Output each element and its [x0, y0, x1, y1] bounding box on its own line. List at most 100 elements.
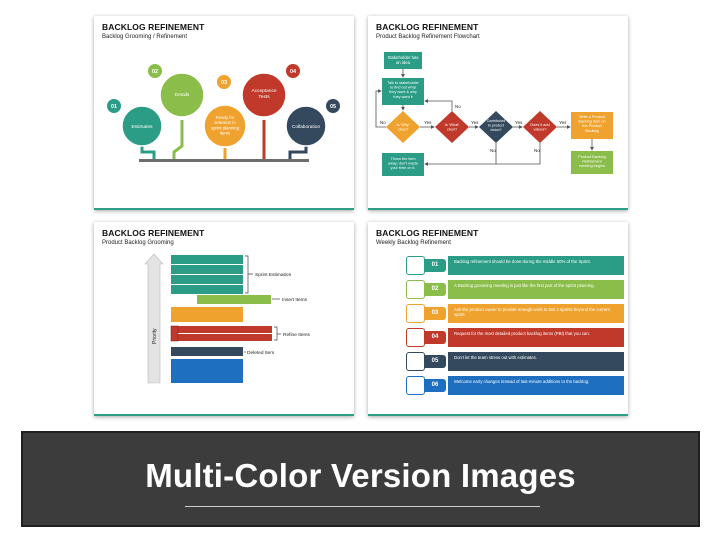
document-icon	[406, 304, 425, 323]
stem-01	[140, 143, 156, 159]
label-yes-what: Yes	[471, 120, 479, 125]
label-insert: Insert Items	[282, 297, 308, 303]
slide-refinement-flowchart[interactable]: BACKLOG REFINEMENT Product Backlog Refin…	[368, 16, 628, 210]
checklist-icon	[406, 280, 425, 299]
stem-05	[288, 143, 308, 159]
orange-bar	[171, 307, 243, 322]
slide-title: BACKLOG REFINEMENT	[102, 228, 205, 238]
num-03: 03	[221, 80, 227, 86]
node-acceptance	[241, 72, 287, 118]
num-circle-05	[326, 99, 340, 113]
add-document-icon	[406, 376, 425, 395]
refine-bar-1	[171, 326, 272, 333]
text-why: Is 'Why'clear?	[396, 123, 409, 132]
label-no-what: No	[455, 104, 461, 109]
box-idea	[384, 52, 422, 69]
node-collaboration	[285, 105, 327, 147]
label-no-contrib: No	[490, 148, 496, 153]
team-icon	[406, 352, 425, 371]
num-01: 01	[111, 104, 117, 110]
tree-diagram: 01 02 03 04 05 Estimates Details Ready f…	[107, 64, 340, 162]
num-circle-04	[286, 64, 300, 78]
label-no-value: No	[534, 148, 540, 153]
insert-bar	[197, 295, 271, 304]
list-item: 01 Backlog refinement should be done dur…	[406, 256, 624, 275]
refine-bracket	[274, 326, 281, 341]
row-text: Welcome early changes instead of last-mi…	[448, 376, 624, 395]
node-estimates	[121, 105, 163, 147]
label-refine: Refine Items	[283, 332, 311, 338]
banner-divider	[185, 506, 540, 507]
sprint-bar-3	[171, 275, 243, 284]
label-details: Details	[175, 92, 190, 98]
refine-bar-2	[171, 334, 272, 341]
slide-subtitle: Backlog Grooming / Refinement	[102, 34, 188, 40]
deleted-bar	[171, 347, 243, 356]
banner-title: Multi-Color Version Images	[145, 457, 576, 494]
row-number: 04	[424, 331, 446, 344]
row-number: 03	[424, 307, 446, 320]
list-item: 03 Ask the product owner to provide enou…	[406, 304, 624, 323]
label-yes-contrib: Yes	[515, 120, 523, 125]
num-02: 02	[152, 69, 158, 75]
slide-subtitle: Product Backlog Refinement Flowchart	[376, 34, 480, 40]
sprint-bar-2	[171, 265, 243, 274]
node-ready	[203, 104, 247, 148]
box-throw	[382, 153, 424, 176]
diamond-contrib	[479, 111, 513, 143]
diamond-why	[386, 111, 420, 143]
sprint-bracket	[245, 255, 253, 294]
num-circle-03	[217, 75, 231, 89]
diamond-what	[435, 111, 469, 143]
label-no-why: No	[380, 120, 386, 125]
slide-subtitle: Weekly Backlog Refinement	[376, 240, 451, 246]
list-item: 04 Request for the most detailed product…	[406, 328, 624, 347]
edit-icon	[406, 328, 425, 347]
grooming-diagram: Priority Sprint Estimation Insert Items …	[144, 253, 311, 384]
box-meeting	[571, 151, 613, 174]
slide-title: BACKLOG REFINEMENT	[102, 22, 205, 32]
list-item: 05 Don't let the team stress out with es…	[406, 352, 624, 371]
row-number: 06	[424, 379, 446, 392]
box-talk	[382, 78, 424, 105]
blue-bar	[171, 359, 243, 383]
sprint-bar-4	[171, 285, 243, 294]
sprint-bar-1	[171, 255, 243, 264]
box-write	[571, 112, 613, 139]
row-number: 02	[424, 283, 446, 296]
priority-arrow	[144, 253, 164, 384]
label-deleted: Deleted Item	[247, 350, 274, 356]
slide-product-backlog-grooming[interactable]: BACKLOG REFINEMENT Product Backlog Groom…	[94, 222, 354, 416]
slide-backlog-grooming[interactable]: BACKLOG REFINEMENT Backlog Grooming / Re…	[94, 16, 354, 210]
flowchart: No Yes No Yes Yes No Yes No Stakeholder …	[375, 52, 613, 176]
slide-subtitle: Product Backlog Grooming	[102, 240, 174, 246]
num-circle-02	[148, 64, 162, 78]
row-text: Don't let the team stress out with estim…	[448, 352, 624, 371]
slide-title: BACKLOG REFINEMENT	[376, 228, 479, 238]
banner: Multi-Color Version Images	[21, 431, 700, 527]
label-estimates: Estimates	[131, 124, 153, 130]
row-number: 01	[424, 259, 446, 272]
row-text: A Backlog grooming meeting is just like …	[448, 280, 624, 299]
num-05: 05	[330, 104, 336, 110]
stem-02	[172, 120, 184, 159]
label-sprint: Sprint Estimation	[255, 272, 292, 278]
num-circle-01	[107, 99, 121, 113]
num-04: 04	[290, 69, 297, 75]
slide-weekly-refinement[interactable]: BACKLOG REFINEMENT Weekly Backlog Refine…	[368, 222, 628, 416]
row-text: Request for the most detailed product ba…	[448, 328, 624, 347]
list-item: 06 Welcome early changes instead of last…	[406, 376, 624, 395]
diamond-value	[523, 111, 557, 143]
row-text: Backlog refinement should be done during…	[448, 256, 624, 275]
slide-title: BACKLOG REFINEMENT	[376, 22, 479, 32]
monitor-icon	[406, 256, 425, 275]
ground-line	[139, 159, 309, 162]
